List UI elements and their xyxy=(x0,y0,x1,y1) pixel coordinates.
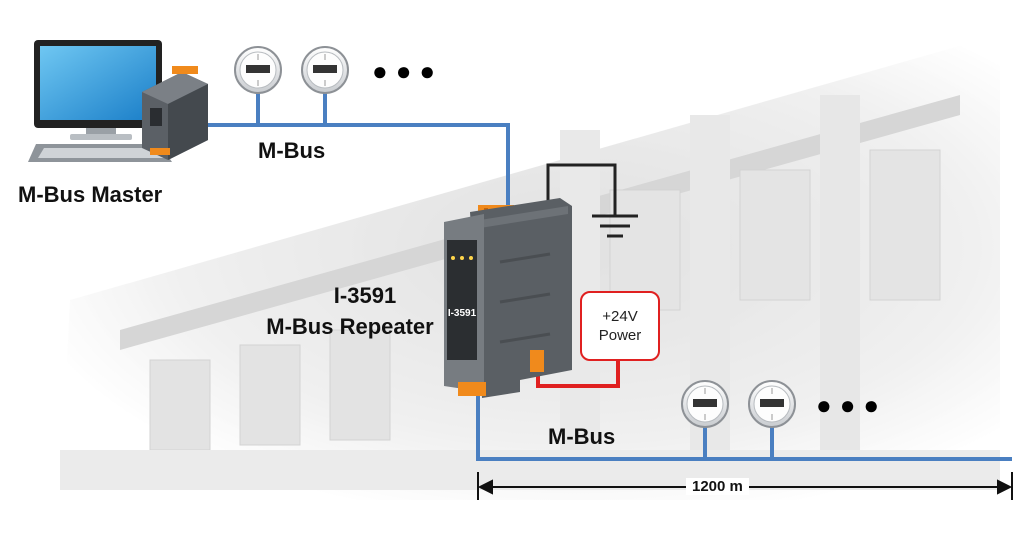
mbus-master-module-icon xyxy=(142,66,208,160)
water-meter-icon xyxy=(748,380,796,428)
power-text-label: Power xyxy=(598,327,642,344)
desktop-computer-icon xyxy=(28,40,172,162)
more-meters-top-dots: ●●● xyxy=(372,56,444,86)
more-meters-bottom-dots: ●●● xyxy=(816,390,888,420)
mbus-top-label: M-Bus xyxy=(258,138,326,163)
mbus-master-label: M-Bus Master xyxy=(18,182,163,207)
ground-icon xyxy=(592,214,638,238)
repeater-device: I-3591 xyxy=(444,198,572,398)
repeater-name-label: I-3591 xyxy=(333,283,397,308)
power-supply-box: +24V Power xyxy=(580,291,660,361)
mbus-bottom-label: M-Bus xyxy=(548,424,616,449)
mbus-line-top xyxy=(208,88,510,205)
power-voltage-label: +24V xyxy=(602,308,638,325)
mbus-line-bottom xyxy=(476,390,1012,461)
ground-wire xyxy=(546,163,617,215)
repeater-description-label: M-Bus Repeater xyxy=(266,314,434,339)
water-meter-icon xyxy=(301,46,349,94)
water-meter-icon xyxy=(234,46,282,94)
water-meter-icon xyxy=(681,380,729,428)
distance-label: 1200 m xyxy=(686,478,749,495)
device-front-label: I-3591 xyxy=(448,308,477,319)
